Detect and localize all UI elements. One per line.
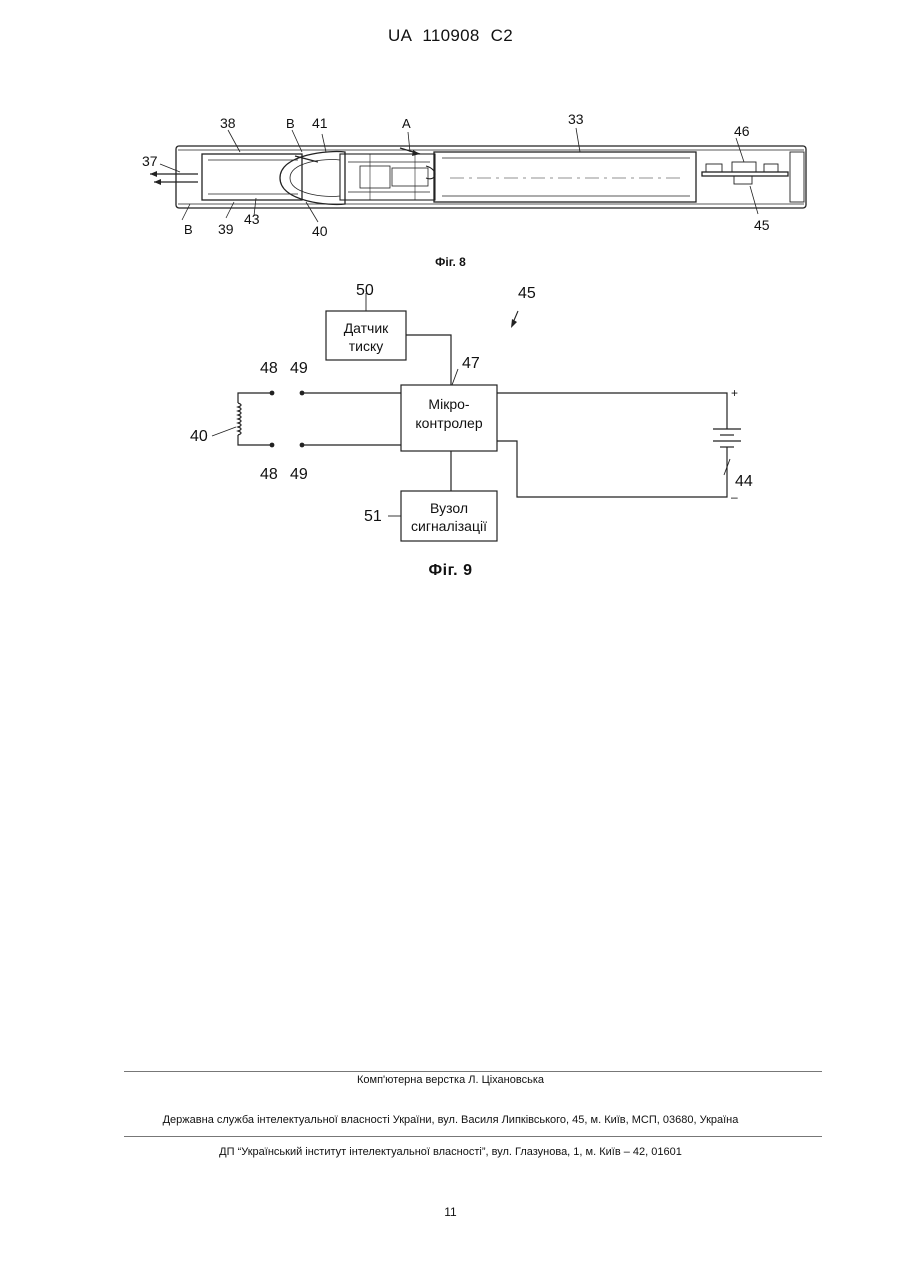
fig8-label-46: 46 (734, 123, 750, 139)
patent-number-header: UA 110908 C2 (0, 26, 901, 46)
circuit-board (702, 172, 788, 176)
fig8-label-40: 40 (312, 223, 328, 239)
fig9-label-49-top: 49 (290, 360, 308, 377)
fig9-label-44: 44 (735, 473, 753, 490)
page-number: 11 (0, 1205, 901, 1219)
fig9-label-40: 40 (190, 428, 208, 445)
fig8-label-b-bottom: B (184, 222, 193, 237)
footer-divider-bottom (124, 1136, 822, 1137)
heater-coil (238, 403, 241, 435)
fig9-label-45: 45 (518, 285, 536, 302)
fig9-label-48-top: 48 (260, 360, 278, 377)
fig8-label-a: A (402, 116, 411, 131)
figure-8-drawing: 37 38 B 41 A 33 46 B 39 43 40 45 (130, 106, 810, 246)
fig9-label-48-bottom: 48 (260, 466, 278, 483)
footer-institute: ДП “Український інститут інтелектуальної… (0, 1146, 901, 1158)
fig8-label-37: 37 (142, 153, 158, 169)
fig8-label-33: 33 (568, 111, 584, 127)
alarm-label-line1: Вузол (430, 500, 468, 516)
figure-8-caption: Фіг. 8 (0, 255, 901, 269)
alarm-label-line2: сигналізації (411, 518, 487, 534)
fig9-label-51: 51 (364, 508, 382, 525)
sensor-label-line2: тиску (349, 338, 384, 354)
battery-plus-sign: + (731, 386, 738, 400)
battery-body (434, 152, 696, 202)
mcu-label-line1: Мікро- (428, 396, 469, 412)
mcu-label-line2: контролер (415, 415, 482, 431)
fig8-label-b-top: B (286, 116, 295, 131)
footer-divider-top (124, 1071, 822, 1072)
fig8-label-38: 38 (220, 115, 236, 131)
fig9-label-49-bottom: 49 (290, 466, 308, 483)
device-casing (176, 146, 806, 208)
valve-mechanism (340, 154, 435, 200)
figure-9-diagram: Датчик тиску Мікро- контролер Вузол сигн… (180, 275, 770, 560)
fig8-label-41: 41 (312, 115, 328, 131)
footer-layout-credit: Комп'ютерна верстка Л. Ціхановська (0, 1074, 901, 1086)
fig8-label-43: 43 (244, 211, 260, 227)
footer-agency: Державна служба інтелектуальної власност… (0, 1114, 901, 1126)
fig8-label-39: 39 (218, 221, 234, 237)
battery-minus-sign: – (731, 490, 738, 504)
sensor-label-line1: Датчик (344, 320, 389, 336)
fig9-label-47: 47 (462, 355, 480, 372)
figure-9-caption: Фіг. 9 (0, 562, 901, 580)
fig8-label-45: 45 (754, 217, 770, 233)
fig9-label-50: 50 (356, 282, 374, 299)
mouthpiece-chamber (202, 154, 302, 200)
